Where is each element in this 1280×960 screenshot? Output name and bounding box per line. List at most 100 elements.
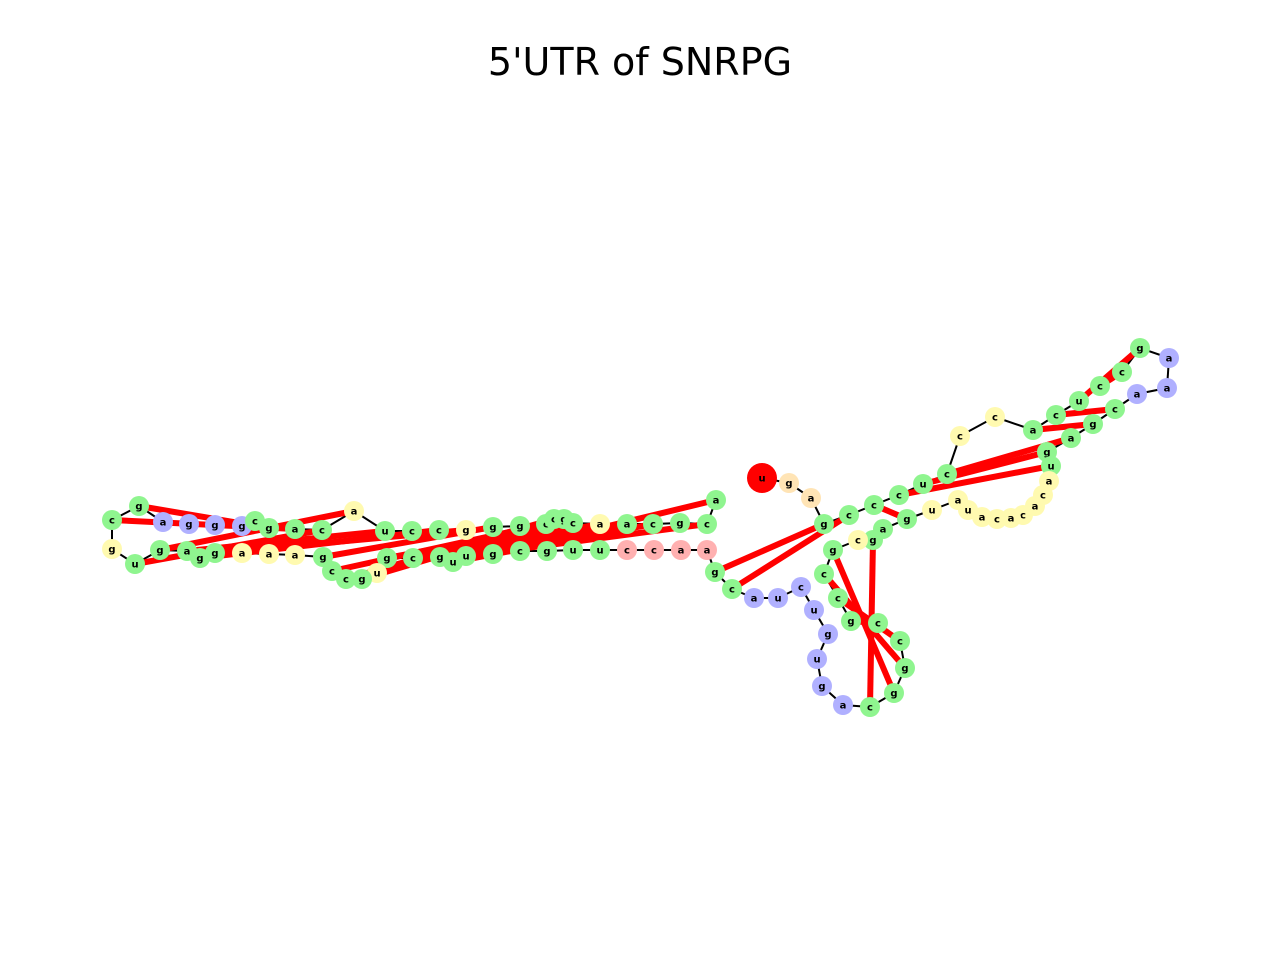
nucleotide-stem: g (895, 658, 915, 678)
nucleotide-marker (706, 490, 726, 510)
nucleotide-marker (153, 512, 173, 532)
nucleotide-label: c (855, 536, 861, 547)
nucleotide-label: u (813, 655, 820, 666)
nucleotide-stem: c (814, 564, 834, 584)
nucleotide-stem: g (129, 496, 149, 516)
nucleotide-marker (913, 474, 933, 494)
nucleotide-label: g (869, 536, 876, 547)
nucleotide-interior-bulge: c (848, 530, 868, 550)
nucleotide-label: g (211, 521, 218, 532)
nucleotide-marker (1069, 391, 1089, 411)
nucleotide-label: c (875, 619, 881, 630)
nucleotide-label: c (624, 546, 630, 557)
nucleotide-marker (313, 547, 333, 567)
nucleotide-label: u (596, 546, 603, 557)
nucleotide-label: a (713, 496, 720, 507)
nucleotide-stem: g (1130, 338, 1150, 358)
nucleotide-stem: c (643, 514, 663, 534)
nucleotide-interior-bulge: a (232, 543, 252, 563)
nucleotide-stem: c (510, 541, 530, 561)
nucleotide-label: a (808, 494, 815, 505)
nucleotide-marker (1130, 338, 1150, 358)
nucleotide-label: g (711, 568, 718, 579)
nucleotide-interior-bulge: a (285, 545, 305, 565)
nucleotide-marker (897, 509, 917, 529)
nucleotide-stem: a (1061, 428, 1081, 448)
nucleotide-marker (948, 490, 968, 510)
nucleotide-stem: g (259, 518, 279, 538)
nucleotide-label: a (751, 594, 758, 605)
nucleotide-label: g (489, 523, 496, 534)
nucleotide-stem: g (483, 517, 503, 537)
nucleotide-marker (705, 562, 725, 582)
nucleotide-hairpin: g (205, 515, 225, 535)
nucleotide-label: c (517, 547, 523, 558)
nucleotide-label: g (785, 479, 792, 490)
nucleotide-marker (747, 463, 777, 493)
nucleotide-label: c (570, 519, 576, 530)
nucleotide-marker (590, 540, 610, 560)
nucleotide-marker (456, 520, 476, 540)
nucleotide-stem: u (375, 521, 395, 541)
nucleotide-label: a (1030, 426, 1037, 437)
nucleotide-marker (537, 541, 557, 561)
nucleotide-label: a (678, 546, 685, 557)
nucleotide-marker (402, 521, 422, 541)
nucleotide-hairpin: g (818, 624, 838, 644)
nucleotide-stem: g (884, 683, 904, 703)
nucleotide-label: c (650, 520, 656, 531)
nucleotide-label: g (818, 682, 825, 693)
nucleotide-label: c (867, 703, 873, 714)
nucleotide-label: a (1008, 514, 1015, 525)
nucleotide-stem: g (1083, 414, 1103, 434)
nucleotide-marker (890, 631, 910, 651)
nucleotide-label: g (238, 522, 245, 533)
nucleotide-hairpin: a (153, 512, 173, 532)
nucleotide-marker (1105, 399, 1125, 419)
nucleotide-interior-bulge: g (456, 520, 476, 540)
nucleotide-stem: a (706, 490, 726, 510)
nucleotide-stem: u (913, 474, 933, 494)
nucleotide-marker (1041, 456, 1061, 476)
nucleotide-marker (179, 514, 199, 534)
nucleotide-label: c (1040, 491, 1046, 502)
nucleotide-three-prime-unpaired: c (644, 540, 664, 560)
nucleotide-label: g (135, 502, 142, 513)
nucleotide-label: a (955, 496, 962, 507)
nucleotide-label: a (979, 513, 986, 524)
nucleotide-marker (868, 613, 888, 633)
nucleotide-stem: g (483, 544, 503, 564)
nucleotide-label: u (381, 527, 388, 538)
nucleotide-marker (848, 530, 868, 550)
nucleotide-label: u (1075, 397, 1082, 408)
figure-title: 5'UTR of SNRPG (487, 40, 793, 84)
nucleotide-marker (644, 540, 664, 560)
nucleotide-five-prime-unpaired: g (779, 473, 799, 493)
nucleotide-marker (807, 649, 827, 669)
nucleotide-marker (312, 520, 332, 540)
nucleotide-label: g (543, 547, 550, 558)
nucleotide-hairpin: a (1159, 348, 1179, 368)
nucleotide-label: g (901, 664, 908, 675)
nucleotide-marker (1061, 428, 1081, 448)
nucleotide-label: c (252, 517, 258, 528)
nucleotide-label: a (597, 520, 604, 531)
nucleotide-label: c (871, 501, 877, 512)
nucleotide-stem: g (897, 509, 917, 529)
nucleotide-label: c (1097, 382, 1103, 393)
nucleotide-stem: g (841, 611, 861, 631)
nucleotide-label: g (489, 550, 496, 561)
nucleotide-label: g (462, 526, 469, 537)
nucleotide-label: u (758, 474, 765, 485)
nucleotide-marker (590, 514, 610, 534)
nucleotide-interior-bulge: u (922, 500, 942, 520)
nucleotide-label: g (196, 554, 203, 565)
nucleotide-stem: c (102, 510, 122, 530)
nucleotide-label: a (351, 507, 358, 518)
nucleotide-marker (987, 509, 1007, 529)
nucleotide-marker (823, 540, 843, 560)
nucleotide-stem: c (563, 513, 583, 533)
nucleotide-interior-bulge: a (344, 501, 364, 521)
nucleotide-label: a (1046, 477, 1053, 488)
